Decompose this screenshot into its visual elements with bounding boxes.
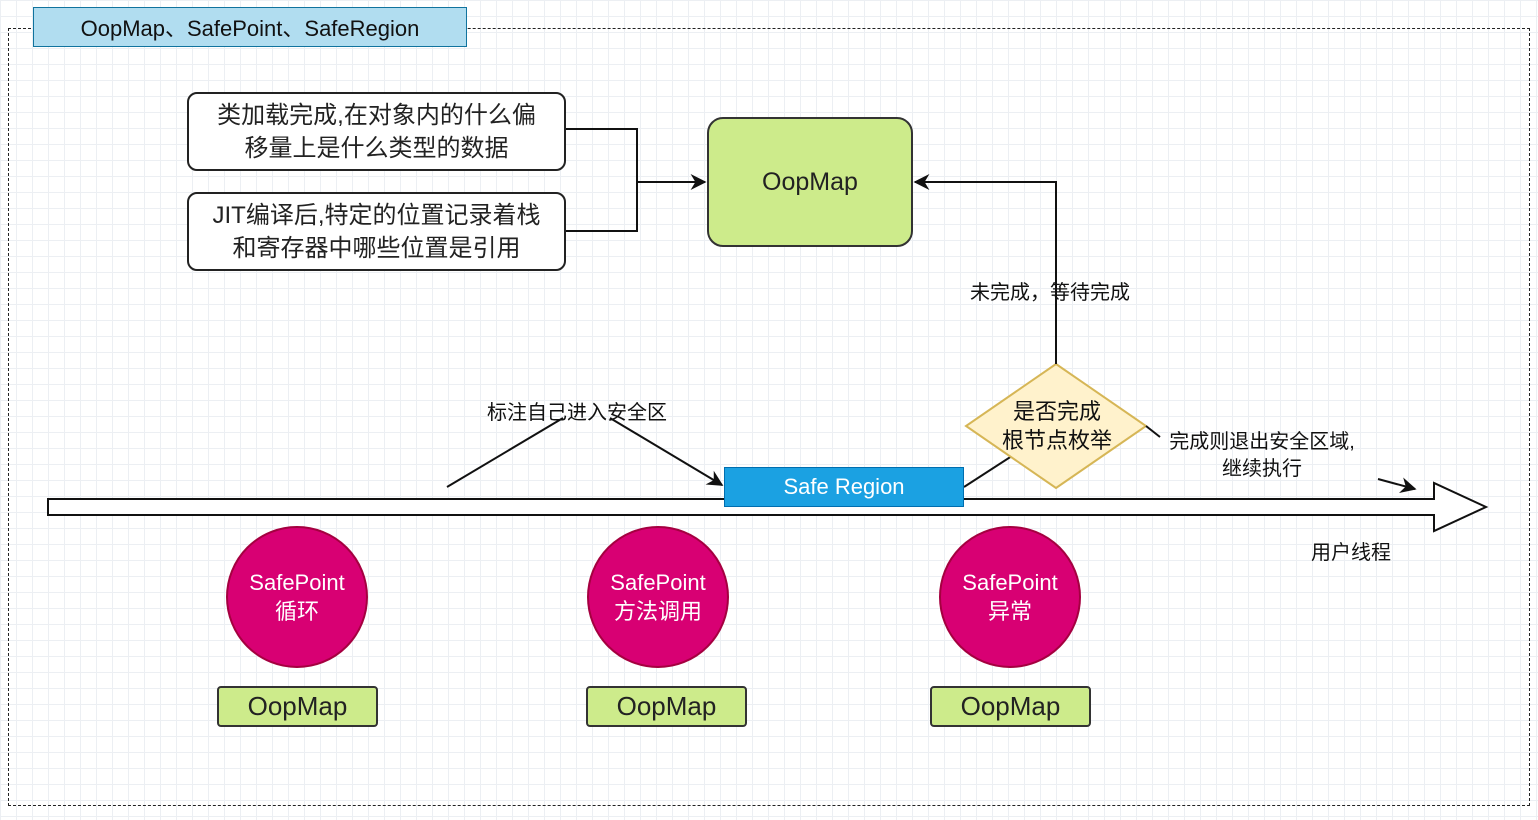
safe-region-box: Safe Region: [724, 467, 964, 507]
note-jit-connector: [566, 182, 638, 232]
safepoint-loop-oopmap: OopMap: [217, 686, 378, 727]
note-jit: JIT编译后,特定的位置记录着栈 和寄存器中哪些位置是引用: [187, 192, 566, 271]
enter-line-left: [446, 417, 564, 488]
exit-arrow: [1377, 477, 1417, 493]
exit-line: [1145, 425, 1161, 438]
exit-label-line-1: 完成则退出安全区域,: [1169, 431, 1355, 453]
decision-text: 是否完成 根节点枚举: [968, 393, 1146, 459]
user-thread-label: 用户线程: [1311, 542, 1391, 564]
oopmap-main-box: OopMap: [707, 117, 913, 247]
safepoint-loop-circle: SafePoint 循环: [226, 526, 368, 668]
decision-diamond: [964, 362, 1148, 490]
safepoint-exception-circle: SafePoint 异常: [939, 526, 1081, 668]
decision-line-1: 是否完成: [1012, 399, 1101, 424]
safepoint-exception-name: SafePoint: [962, 570, 1058, 595]
note-jit-line-2: 和寄存器中哪些位置是引用: [232, 234, 521, 262]
note-class-connector: [566, 128, 638, 182]
enter-safe-region-label: 标注自己进入安全区: [487, 402, 667, 424]
safepoint-loop-kind: 循环: [274, 599, 319, 624]
safepoint-loop-name: SafePoint: [249, 570, 345, 595]
user-thread-arrow[interactable]: [47, 481, 1489, 533]
safepoint-method-call-kind: 方法调用: [613, 599, 702, 624]
safepoint-method-call-oopmap: OopMap: [586, 686, 747, 727]
region-to-decision-line: [963, 451, 1019, 488]
note-class-load: 类加载完成,在对象内的什么偏 移量上是什么类型的数据: [187, 92, 566, 171]
diagram-frame: [8, 28, 1530, 806]
exit-label-line-2: 继续执行: [1222, 458, 1302, 480]
exit-label: 完成则退出安全区域, 继续执行: [1152, 429, 1372, 483]
wait-connector: [913, 174, 1057, 364]
note-jit-line-1: JIT编译后,特定的位置记录着栈: [212, 201, 541, 229]
safepoint-exception-oopmap: OopMap: [930, 686, 1091, 727]
safepoint-method-call-name: SafePoint: [610, 570, 706, 595]
safepoint-exception-kind: 异常: [987, 599, 1032, 624]
note-class-load-line-2: 移量上是什么类型的数据: [244, 134, 509, 162]
wait-label: 未完成，等待完成: [970, 282, 1130, 304]
diagram-title: OopMap、SafePoint、SafeRegion: [33, 7, 467, 47]
note-class-load-line-1: 类加载完成,在对象内的什么偏: [217, 101, 536, 129]
enter-arrow-right: [609, 417, 724, 486]
decision-line-2: 根节点枚举: [1001, 428, 1112, 453]
safepoint-method-call-circle: SafePoint 方法调用: [587, 526, 729, 668]
